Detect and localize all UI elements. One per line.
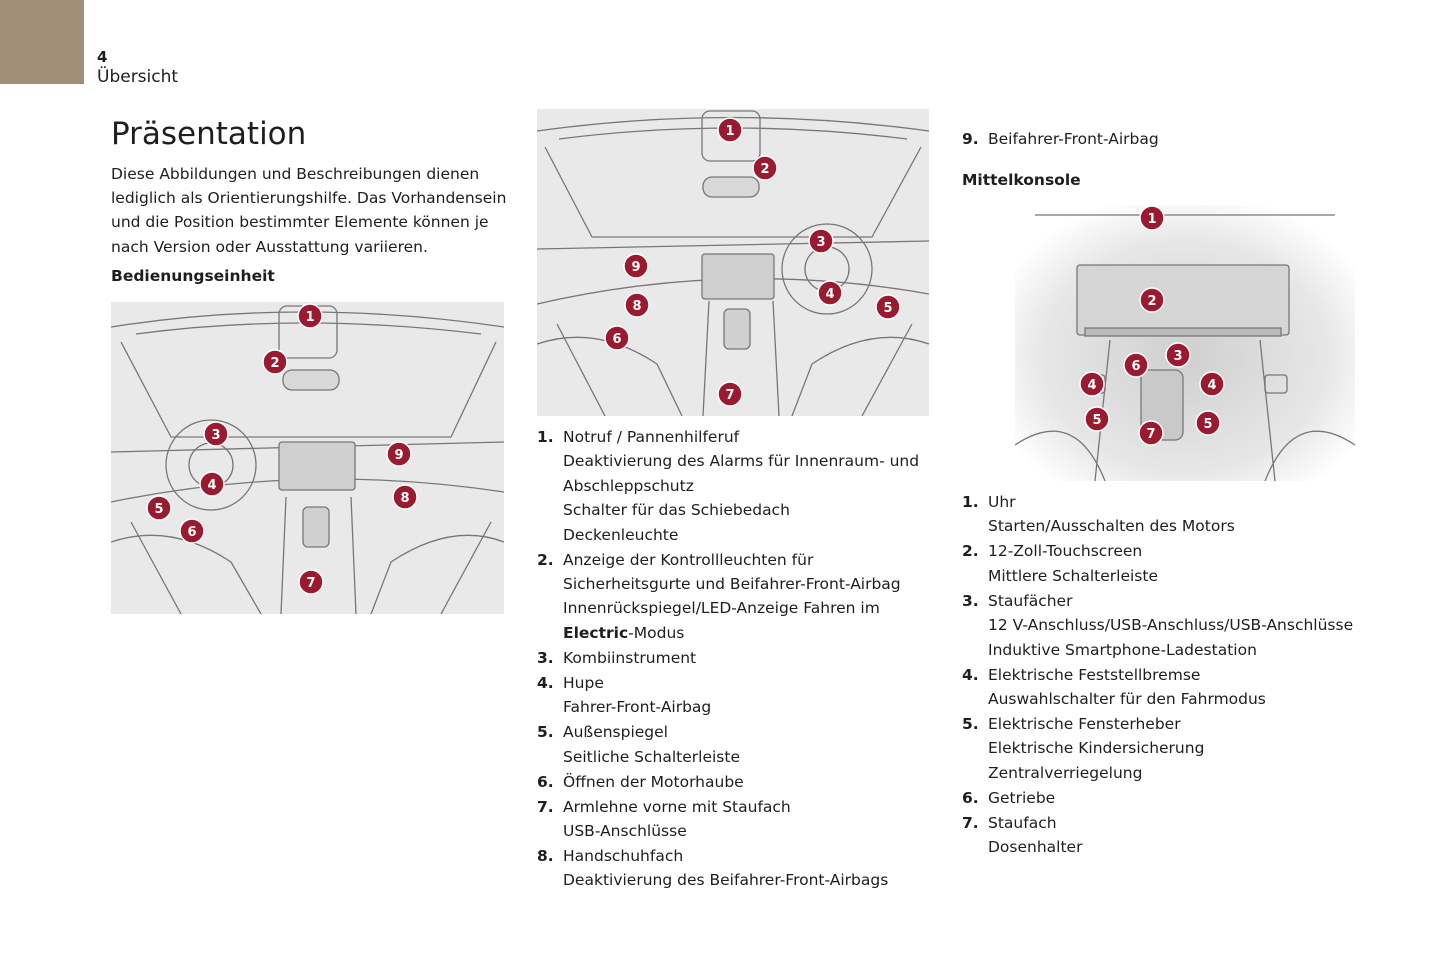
- svg-text:2: 2: [1147, 294, 1156, 309]
- svg-text:2: 2: [760, 162, 769, 177]
- svg-text:8: 8: [400, 491, 409, 506]
- callout-4: 4: [199, 471, 225, 497]
- dashboard-figure-rhd: 1 2 3 4 5 6 7 8 9: [537, 109, 929, 416]
- svg-text:1: 1: [725, 124, 734, 139]
- svg-text:5: 5: [154, 502, 163, 517]
- callout-5: 5: [146, 495, 172, 521]
- callout-2: 2: [752, 155, 778, 181]
- callout-6: 6: [1123, 352, 1149, 378]
- callout-9: 9: [386, 441, 412, 467]
- svg-text:3: 3: [816, 235, 825, 250]
- svg-text:3: 3: [211, 428, 220, 443]
- svg-text:7: 7: [306, 576, 315, 591]
- callout-7: 7: [298, 569, 324, 595]
- dashboard-lhd-illustration: 1 2 3 4 5 6 7 8 9: [111, 302, 504, 614]
- callout-8: 8: [624, 292, 650, 318]
- svg-text:1: 1: [1147, 212, 1156, 227]
- page-number: 4: [97, 48, 108, 66]
- legend-item: 6. Getriebe: [962, 788, 1056, 807]
- svg-text:5: 5: [1203, 417, 1212, 432]
- callout-1: 1: [1139, 205, 1165, 231]
- callout-5-right: 5: [1195, 410, 1221, 436]
- legend-item: 2. Anzeige der Kontrollleuchten für Sich…: [537, 550, 901, 642]
- callout-6: 6: [179, 518, 205, 544]
- chapter-tab: [0, 0, 84, 84]
- callout-3: 3: [808, 228, 834, 254]
- callout-4-left: 4: [1079, 371, 1105, 397]
- svg-text:5: 5: [883, 301, 892, 316]
- callout-group: 1 2 3 4 5 6 7 8 9: [604, 117, 901, 407]
- svg-text:1: 1: [305, 310, 314, 325]
- svg-text:6: 6: [612, 332, 621, 347]
- center-console-figure: 1 2 3 4 4 5 5 6 7: [1015, 205, 1355, 481]
- svg-text:4: 4: [825, 287, 834, 302]
- legend-item: 3. Kombiinstrument: [537, 648, 697, 667]
- svg-text:8: 8: [632, 299, 641, 314]
- svg-text:9: 9: [631, 260, 640, 275]
- legend-item: 6. Öffnen der Motorhaube: [537, 772, 744, 791]
- callout-group: 1 2 3 4 5 6 7 8 9: [146, 303, 418, 595]
- callout-2: 2: [1139, 287, 1165, 313]
- callout-8: 8: [392, 484, 418, 510]
- bedienungseinheit-heading: Bedienungseinheit: [111, 267, 275, 285]
- callout-2: 2: [262, 349, 288, 375]
- legend-item: 9. Beifahrer-Front-Airbag: [962, 130, 1159, 148]
- callout-4: 4: [817, 280, 843, 306]
- svg-text:2: 2: [270, 356, 279, 371]
- callout-1: 1: [717, 117, 743, 143]
- callout-group: 1 2 3 4 4 5 5 6 7: [1079, 205, 1225, 446]
- section-title: Übersicht: [97, 67, 179, 87]
- svg-text:4: 4: [207, 478, 216, 493]
- callout-5: 5: [875, 294, 901, 320]
- svg-text:6: 6: [1131, 359, 1140, 374]
- legend-list-dashboard-continued: 9. Beifahrer-Front-Airbag: [962, 127, 1382, 152]
- svg-text:7: 7: [1146, 427, 1155, 442]
- page-title: Präsentation: [111, 116, 307, 152]
- callout-7: 7: [717, 381, 743, 407]
- callout-6: 6: [604, 325, 630, 351]
- svg-text:3: 3: [1173, 349, 1182, 364]
- callout-3: 3: [203, 421, 229, 447]
- callout-5-left: 5: [1084, 406, 1110, 432]
- dashboard-rhd-illustration: 1 2 3 4 5 6 7 8 9: [537, 109, 929, 416]
- callout-4-right: 4: [1199, 371, 1225, 397]
- svg-text:4: 4: [1087, 378, 1096, 393]
- svg-text:5: 5: [1092, 413, 1101, 428]
- center-console-illustration: 1 2 3 4 4 5 5 6 7: [1015, 205, 1355, 481]
- callout-7: 7: [1138, 420, 1164, 446]
- svg-text:6: 6: [187, 525, 196, 540]
- callout-1: 1: [297, 303, 323, 329]
- svg-text:4: 4: [1207, 378, 1216, 393]
- dashboard-figure-lhd: 1 2 3 4 5 6 7 8 9: [111, 302, 504, 614]
- intro-text: Diese Abbildungen und Beschreibungen die…: [111, 165, 507, 256]
- callout-9: 9: [623, 253, 649, 279]
- svg-text:7: 7: [725, 388, 734, 403]
- svg-text:9: 9: [394, 448, 403, 463]
- callout-3: 3: [1165, 342, 1191, 368]
- mittelkonsole-heading: Mittelkonsole: [962, 171, 1081, 189]
